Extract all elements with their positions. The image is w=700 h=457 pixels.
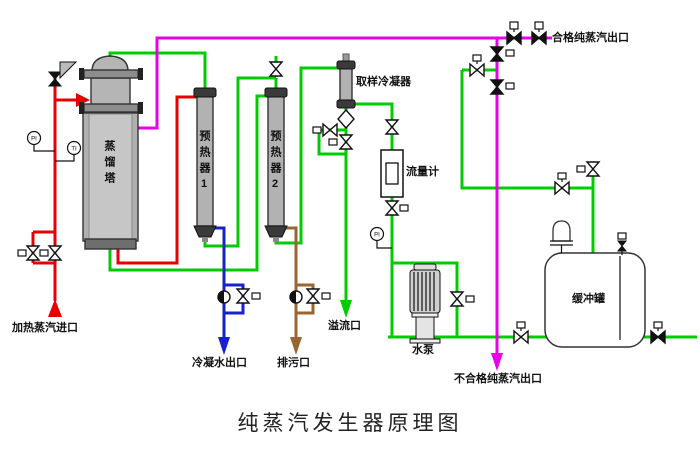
overflow-arrow [340, 300, 352, 318]
gauge-pi1-label: PI [31, 137, 37, 143]
label-qualified-steam-outlet: 合格纯蒸汽出口 [552, 32, 629, 44]
diagram-title: 纯蒸汽发生器原理图 [237, 411, 463, 435]
blowdown-arrow [290, 337, 302, 355]
valves [17, 21, 666, 345]
label-preheater2: 预热器2 [269, 130, 281, 195]
label-sampling-condenser: 取样冷凝器 [356, 76, 411, 88]
heating-inlet-arrow [48, 299, 62, 317]
tank-vent-valve-icon [616, 240, 628, 252]
instruments: PI TI PI [26, 130, 392, 249]
safety-valve-icon [47, 71, 63, 87]
label-unqualified-steam-outlet: 不合格纯蒸汽出口 [454, 373, 542, 385]
buffer-tank [544, 220, 646, 348]
preheater-1 [193, 87, 217, 242]
label-heating-steam-inlet: 加热蒸汽进口 [12, 322, 78, 334]
safety-valve-hat-icon [59, 61, 78, 80]
label-condensate-outlet: 冷凝水出口 [192, 357, 247, 369]
label-buffer-tank: 缓冲罐 [572, 293, 605, 305]
condensate-arrow [218, 337, 230, 355]
label-flow-meter: 流量计 [406, 166, 439, 178]
sight-glass-icon [337, 108, 355, 130]
label-overflow-outlet: 溢流口 [328, 320, 361, 332]
label-tower: 蒸馏塔 [103, 140, 115, 188]
gauge-ti1-label: TI [71, 147, 77, 153]
unqualified-outlet-arrow [491, 353, 503, 371]
pipe-heating-steam-red [31, 76, 198, 301]
rupture-dome-icon [552, 220, 571, 242]
steam-traps [217, 290, 303, 304]
water-pump [409, 263, 441, 344]
preheater-2 [264, 87, 288, 242]
gauge-pi2-label: PI [374, 233, 380, 239]
label-preheater1: 预热器1 [198, 130, 210, 195]
label-blowdown-outlet: 排污口 [277, 357, 310, 369]
sampling-condenser [336, 53, 356, 130]
distillation-tower [79, 55, 143, 250]
flow-meter [380, 149, 404, 198]
label-water-pump: 水泵 [412, 344, 434, 356]
